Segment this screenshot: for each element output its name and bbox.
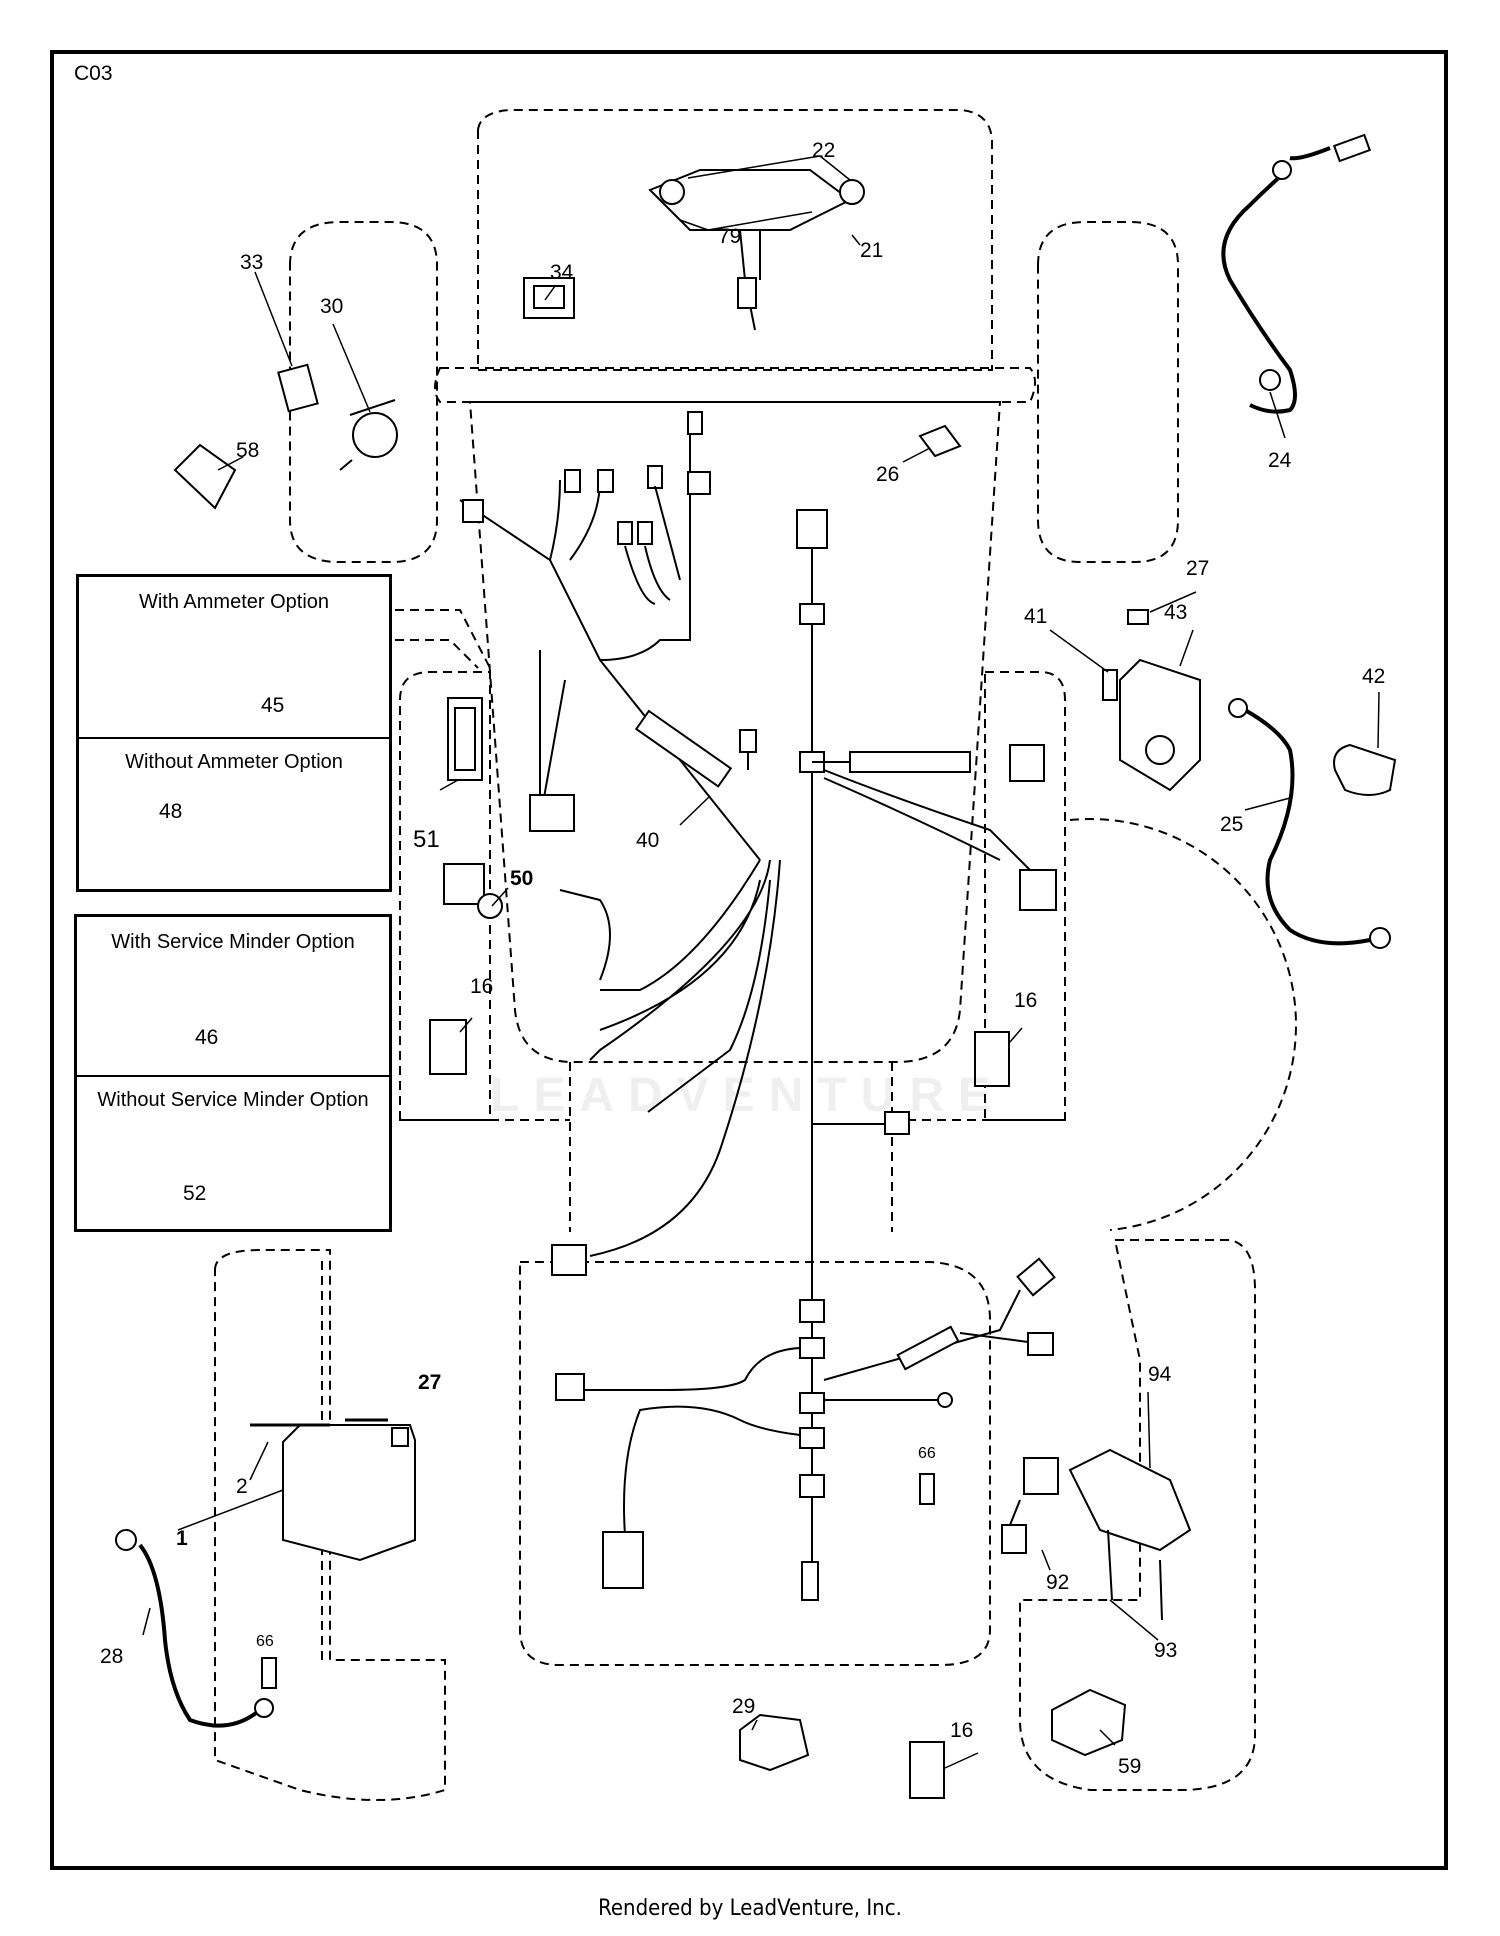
ammeter-option-box: With Ammeter Option 45 Without Ammeter O…: [76, 574, 392, 892]
callout-59: 59: [1118, 1755, 1142, 1778]
right-fender-area-outline: [1037, 221, 1179, 563]
left-harness-plug: [462, 499, 484, 523]
callout-66-left: 66: [256, 1633, 274, 1650]
callout-30: 30: [320, 295, 344, 318]
callout-34: 34: [550, 261, 574, 284]
with-service-minder-title: With Service Minder Option: [111, 931, 355, 953]
harness-top-connector: [796, 509, 828, 549]
watermark: LEADVENTURE: [490, 1069, 1005, 1122]
left-mid-area-outline: [399, 671, 491, 1121]
right-mid-area-outline: [984, 671, 1066, 1121]
callout-45: 45: [261, 694, 285, 717]
callout-92: 92: [1046, 1571, 1070, 1594]
service-minder-divider: [77, 1075, 389, 1077]
callout-94: 94: [1148, 1363, 1172, 1386]
callout-52: 52: [183, 1182, 207, 1205]
callout-28: 28: [100, 1645, 124, 1668]
engine-area-outline: [1069, 818, 1297, 1231]
callout-16-bottom: 16: [950, 1719, 974, 1742]
without-ammeter-title: Without Ammeter Option: [125, 751, 343, 773]
callout-43: 43: [1164, 601, 1188, 624]
callout-79: 79: [718, 225, 742, 248]
with-ammeter-title: With Ammeter Option: [138, 591, 330, 613]
seat-switch-connector: [551, 1244, 587, 1276]
key-33-sketch: [277, 363, 319, 413]
ammeter-harness-plug: [529, 794, 575, 832]
callout-46: 46: [195, 1026, 219, 1049]
module-94-sketch: [1068, 1448, 1192, 1552]
service-minder-option-box: With Service Minder Option 46 Without Se…: [74, 914, 392, 1232]
boot-42-sketch: [1333, 743, 1397, 796]
part-59-sketch: [1051, 1688, 1127, 1757]
callout-27-top: 27: [1186, 557, 1210, 580]
ammeter-divider: [79, 737, 389, 739]
diagram-code: C03: [74, 62, 113, 85]
ignition-switch-30-sketch: [352, 412, 398, 458]
diagram-frame: [50, 50, 1448, 1870]
relay-16c-sketch: [909, 1741, 945, 1799]
callout-33: 33: [240, 251, 264, 274]
callout-51: 51: [413, 826, 440, 853]
callout-22: 22: [812, 139, 836, 162]
relay-16b-sketch: [974, 1031, 1010, 1087]
hood-band-outline: [434, 367, 1036, 403]
callout-42: 42: [1362, 665, 1386, 688]
callout-16-right: 16: [1014, 989, 1038, 1012]
callout-24: 24: [1268, 449, 1292, 472]
callout-93: 93: [1154, 1639, 1178, 1662]
switch-50-sketch: [443, 863, 485, 905]
callout-66-center: 66: [918, 1445, 936, 1462]
harness-right-connector: [1009, 744, 1045, 782]
callout-26: 26: [876, 463, 900, 486]
decal-51-sketch: [447, 697, 483, 781]
chassis-connector-outline: [569, 1062, 893, 1232]
callout-1: 1: [176, 1527, 188, 1550]
rear-pto-connector: [602, 1531, 644, 1589]
callout-41: 41: [1024, 605, 1048, 628]
callout-48: 48: [159, 800, 183, 823]
with-service-minder-cell: With Service Minder Option 46: [77, 917, 389, 1075]
right-lower-area-outline: [1019, 1239, 1256, 1791]
main-wire-harness: [459, 411, 1057, 1601]
without-service-minder-cell: Without Service Minder Option 52: [77, 1077, 389, 1231]
switch-34-sketch: [523, 277, 575, 319]
switch-29-sketch: [739, 1713, 810, 1772]
with-ammeter-cell: With Ammeter Option 45: [79, 577, 389, 737]
without-service-minder-title: Without Service Minder Option: [97, 1089, 369, 1111]
callout-58: 58: [236, 439, 260, 462]
callout-50: 50: [510, 867, 534, 890]
bolt-66b-sketch: [919, 1473, 935, 1505]
callout-40: 40: [636, 829, 660, 852]
callout-16-left: 16: [470, 975, 494, 998]
bolt-66a-sketch: [261, 1657, 277, 1689]
component-sketches: [115, 133, 1397, 1799]
footer-credit: Rendered by LeadVenture, Inc.: [598, 1896, 902, 1921]
callout-29: 29: [732, 1695, 756, 1718]
leader-lines: [142, 155, 1380, 1769]
link-lines: [395, 609, 491, 669]
callout-25: 25: [1220, 813, 1244, 836]
without-ammeter-cell: Without Ammeter Option 48: [79, 739, 389, 891]
bolt-41-sketch: [1102, 669, 1118, 701]
relay-16a-sketch: [429, 1019, 467, 1075]
left-control-area-outline: [289, 221, 438, 563]
connector-92-sketch: [1023, 1457, 1059, 1495]
callout-27-battery: 27: [418, 1371, 442, 1394]
callout-2: 2: [236, 1475, 248, 1498]
part-58-sketch: [173, 443, 237, 510]
solenoid-43-sketch: [1119, 658, 1201, 792]
nut-27-sketch: [1127, 609, 1149, 625]
callout-21: 21: [860, 239, 884, 262]
battery-area-outline: [214, 1249, 446, 1801]
